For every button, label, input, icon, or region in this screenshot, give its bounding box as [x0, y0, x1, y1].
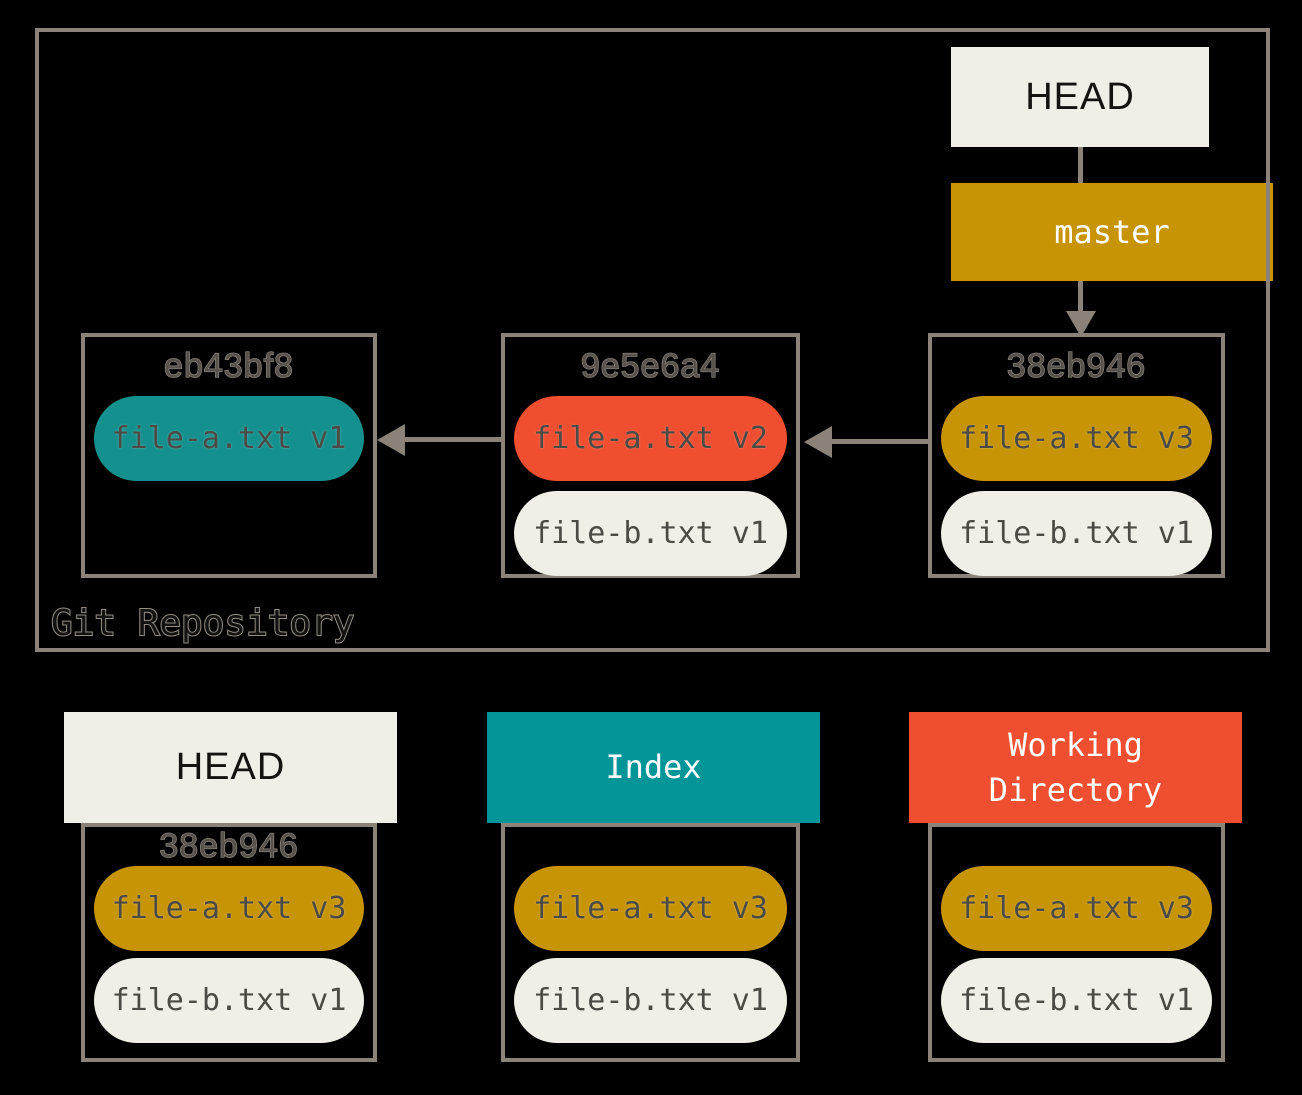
file-pill: file-a.txt v2 — [514, 396, 787, 481]
index-area-box: file-a.txt v3 file-b.txt v1 — [501, 823, 800, 1062]
file-pill: file-a.txt v3 — [94, 866, 364, 951]
master-to-commit-line — [1078, 281, 1083, 311]
head-area-box: 38eb946 file-a.txt v3 file-b.txt v1 — [81, 823, 377, 1062]
commit-hash: 9e5e6a4 — [580, 346, 721, 385]
file-pill: file-a.txt v1 — [94, 396, 364, 481]
file-pill: file-b.txt v1 — [941, 958, 1212, 1043]
head-area-header: HEAD — [64, 712, 397, 823]
commit-hash: 38eb946 — [1006, 346, 1147, 385]
head-ref-box: HEAD — [951, 47, 1209, 147]
git-repository-label: Git Repository — [50, 602, 355, 645]
master-branch-box: master — [951, 183, 1273, 281]
working-directory-box: file-a.txt v3 file-b.txt v1 — [928, 823, 1225, 1062]
file-pill: file-a.txt v3 — [941, 866, 1212, 951]
commit-hash: eb43bf8 — [163, 346, 294, 385]
file-pill: file-b.txt v1 — [94, 958, 364, 1043]
file-pill: file-b.txt v1 — [941, 491, 1212, 576]
file-pill: file-a.txt v3 — [941, 396, 1212, 481]
arrowhead-down-icon — [1066, 311, 1096, 337]
file-pill: file-a.txt v3 — [514, 866, 787, 951]
file-pill: file-b.txt v1 — [514, 491, 787, 576]
working-directory-header: Working Directory — [909, 712, 1242, 823]
head-to-master-line — [1078, 147, 1083, 183]
area-hash: 38eb946 — [159, 826, 299, 865]
commit-box-eb43bf8: eb43bf8 file-a.txt v1 — [81, 333, 377, 578]
arrowhead-left-icon — [377, 424, 405, 456]
working-directory-label: Working Directory — [988, 725, 1163, 809]
arrowhead-left-icon — [804, 426, 832, 458]
index-area-header: Index — [487, 712, 820, 823]
commit-parent-line — [404, 437, 501, 442]
commit-box-9e5e6a4: 9e5e6a4 file-a.txt v2 file-b.txt v1 — [501, 333, 800, 578]
file-pill: file-b.txt v1 — [514, 958, 787, 1043]
commit-box-38eb946: 38eb946 file-a.txt v3 file-b.txt v1 — [928, 333, 1225, 578]
commit-parent-line — [831, 439, 928, 444]
